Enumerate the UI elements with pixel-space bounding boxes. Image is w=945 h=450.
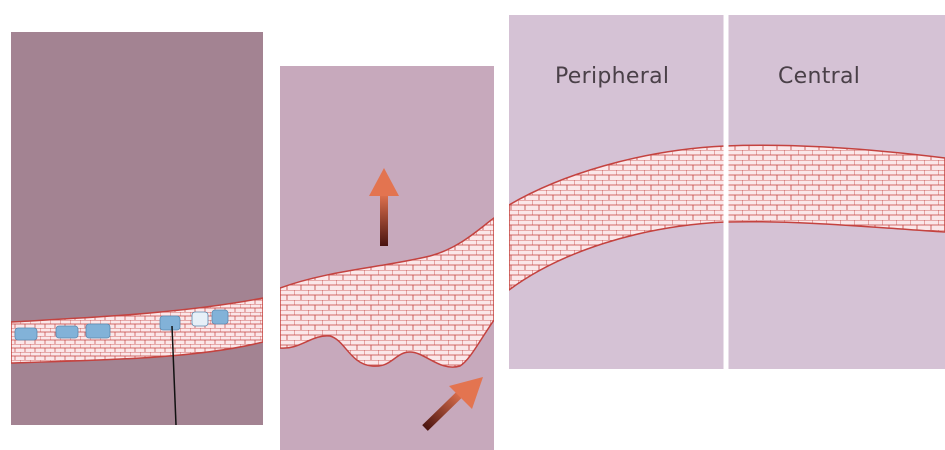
- cell-light: [192, 312, 208, 326]
- label-central: Central: [778, 64, 860, 89]
- cell-blue: [15, 328, 37, 340]
- arrow-diagonal-icon: [425, 377, 483, 428]
- cell-blue: [212, 310, 228, 324]
- label-peripheral: Peripheral: [555, 64, 669, 89]
- cell-blue: [56, 326, 78, 338]
- arrow-up-icon: [369, 168, 399, 246]
- cell-blue: [86, 324, 110, 338]
- epithelium-layer-panel-1: [11, 298, 263, 425]
- cell-blue: [160, 316, 180, 330]
